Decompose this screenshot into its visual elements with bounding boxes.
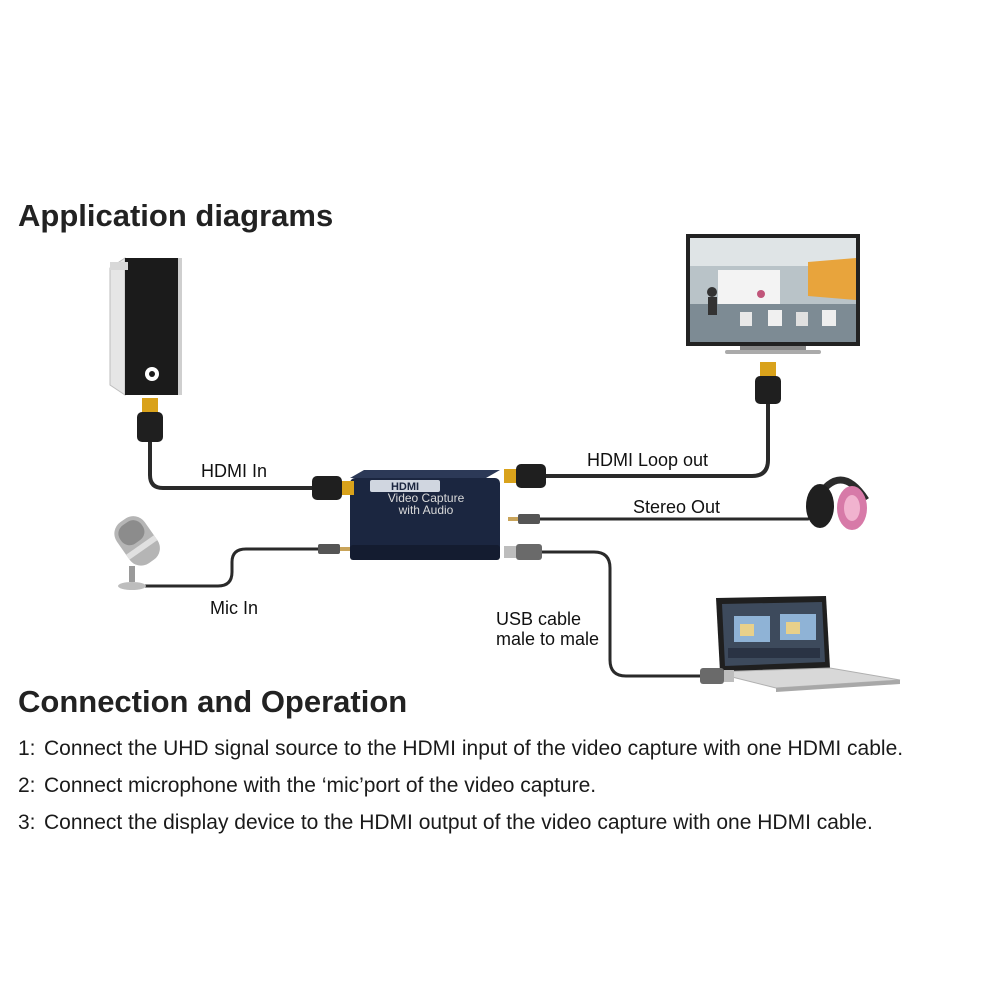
usb-cable-label-line1: USB cable [496,609,581,629]
stereo-out-label: Stereo Out [633,497,720,517]
laptop [711,596,901,692]
headphones [806,476,869,530]
hdmi-plug-device-out [504,464,546,488]
hdmi-in-cable [148,438,314,490]
step-number: 2: [18,774,36,797]
hdmi-in-label: HDMI In [201,461,267,481]
stereo-jack-plug [508,514,540,524]
hdmi-loop-out-label: HDMI Loop out [587,450,708,470]
steps-list: 1: Connect the UHD signal source to the … [18,733,993,844]
connection-operation-heading: Connection and Operation [18,684,408,719]
step-text: Connect the UHD signal source to the HDM… [44,737,904,760]
list-item: 3: Connect the display device to the HDM… [18,807,993,838]
list-item: 2: Connect microphone with the ‘mic’port… [18,770,993,801]
usb-cable [538,550,702,678]
device-label-line1: Video Capture [388,491,465,505]
device-hdmi-logo: HDMI [391,481,419,493]
capture-device: HDMI Video Capture with Audio [350,470,500,560]
application-diagrams-heading: Application diagrams [18,198,334,233]
usb-plug-device [504,544,542,560]
microphone [114,516,160,590]
list-item: 1: Connect the UHD signal source to the … [18,733,993,764]
step-number: 1: [18,737,36,760]
step-text: Connect the display device to the HDMI o… [44,811,873,834]
hdmi-plug-device-in [312,476,354,500]
cables [143,400,810,678]
step-number: 3: [18,811,36,834]
hdmi-loop-out-cable [543,400,770,478]
usb-plug-laptop [700,668,734,684]
device-label-line2: with Audio [398,503,454,517]
hdmi-plug-tv [755,362,781,404]
mic-jack-plug [318,544,350,554]
mic-in-cable [143,547,320,588]
application-diagram: HDMI Video Capture with Audio [109,234,901,692]
tv-display [686,234,860,354]
usb-cable-label-line2: male to male [496,629,599,649]
step-text: Connect microphone with the ‘mic’port of… [44,774,597,797]
hdmi-plug-pc [137,398,163,442]
mic-in-label: Mic In [210,598,258,618]
pc-tower [109,257,182,396]
